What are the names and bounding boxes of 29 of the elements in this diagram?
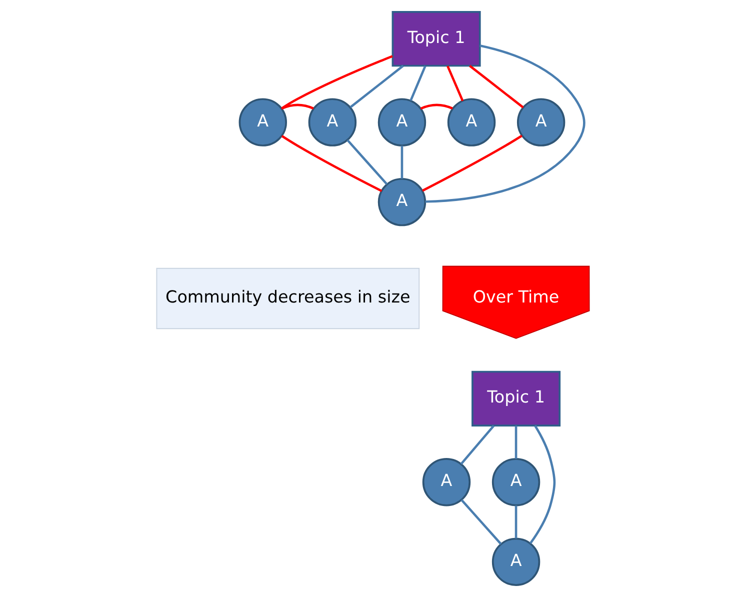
connector	[460, 425, 495, 465]
node-circle: A	[308, 98, 357, 146]
connector	[281, 135, 382, 192]
connector	[281, 55, 393, 110]
node-circle: A	[492, 458, 540, 506]
connector	[281, 104, 314, 110]
node-circle: A	[422, 458, 471, 506]
connector	[514, 426, 518, 459]
node-circle: A	[492, 538, 540, 586]
connector	[410, 66, 426, 102]
node-circle: A	[378, 98, 426, 146]
connector	[346, 139, 388, 186]
connector	[460, 499, 502, 545]
connector	[422, 134, 522, 192]
connector	[400, 146, 404, 179]
connector	[529, 425, 556, 544]
node-box: Topic 1	[392, 11, 481, 67]
connector	[514, 506, 518, 538]
connector	[425, 44, 586, 203]
node-box: Community decreases in size	[156, 268, 420, 330]
connector	[446, 66, 464, 102]
connector	[420, 104, 453, 110]
connector	[469, 64, 524, 108]
node-circle: A	[378, 178, 426, 226]
node-box: Topic 1	[472, 370, 561, 426]
connector	[350, 64, 404, 108]
node-circle: A	[238, 98, 287, 146]
node-circle: A	[516, 98, 566, 146]
node-circle: A	[447, 98, 496, 146]
